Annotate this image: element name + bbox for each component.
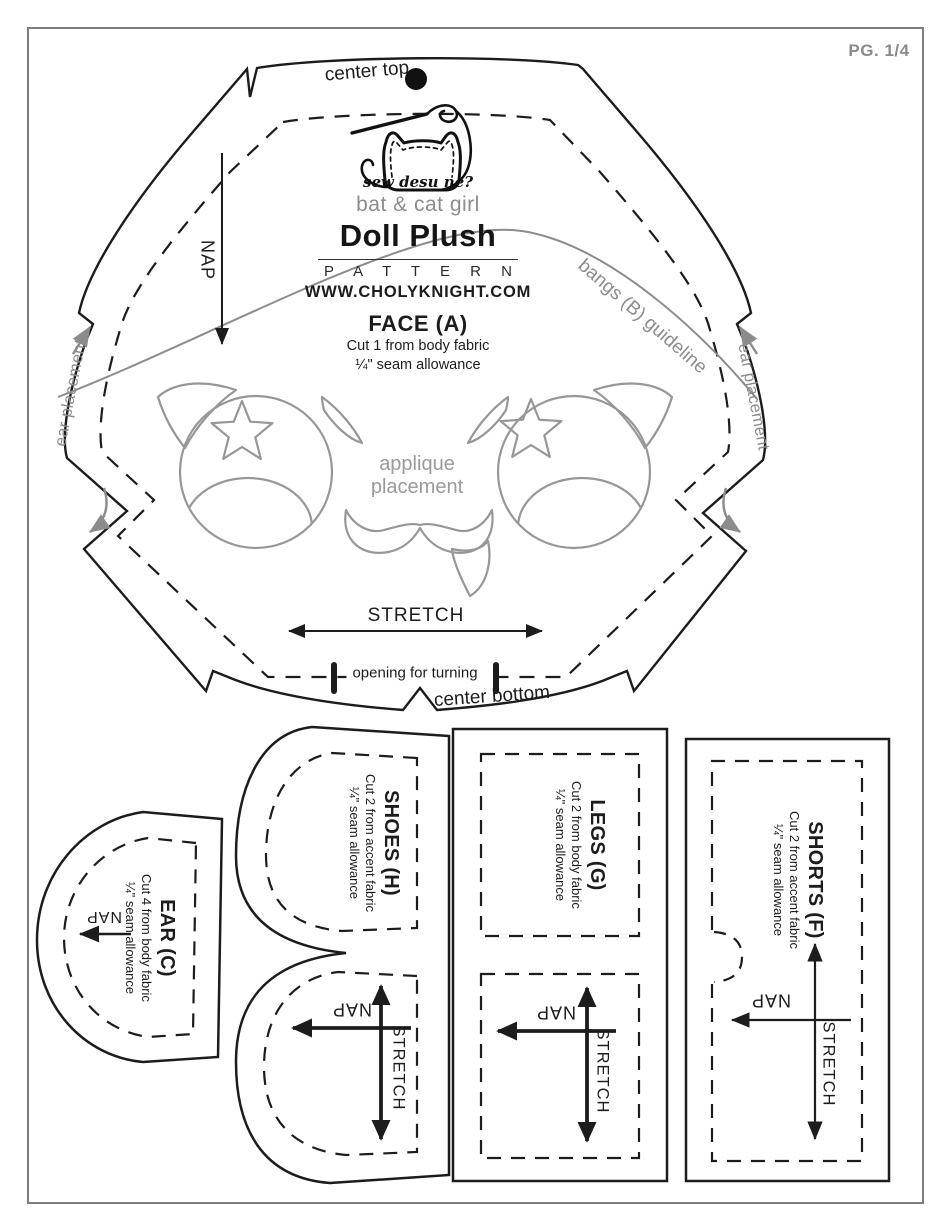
stretch-label-shorts: STRETCH (819, 1021, 838, 1107)
ear-arrow-right-top (738, 325, 759, 355)
ear-arrow-left-bottom (89, 487, 111, 533)
left-inner-lash (320, 395, 364, 445)
applique-placement-label: applique placement (371, 453, 463, 499)
opening-label: opening for turning (346, 664, 484, 682)
center-top-dot (405, 68, 427, 90)
stretch-label-face: STRETCH (367, 605, 465, 626)
legs-piece (451, 727, 669, 1183)
applique-line2: placement (370, 476, 464, 498)
piece-name-face: FACE (A) (368, 311, 468, 336)
nap-label-ear: NAP (86, 908, 122, 925)
ear-arrow-right-bottom (719, 487, 741, 533)
left-eye-star (210, 399, 274, 460)
ear-text-block: EAR (C) Cut 4 from body fabric ¼" seam a… (121, 858, 179, 1018)
shoes-piece (234, 725, 451, 1185)
shorts-seam-info: ¼" seam allowance (770, 823, 786, 937)
applique-line1: applique (379, 453, 455, 475)
face-direction-arrows (215, 153, 543, 638)
stretch-label-shoes: STRETCH (389, 1025, 408, 1111)
title-block: bat & cat girl Doll Plush P A T T E R N … (248, 193, 588, 374)
piece-name-shorts: SHORTS (F) (803, 821, 826, 939)
nap-label-face: NAP (197, 239, 218, 281)
shoes-text-block: SHOES (H) Cut 2 from accent fabric ¼" se… (345, 748, 403, 938)
ear-arrow-left-top (71, 325, 92, 355)
piece-name-ear: EAR (C) (155, 899, 178, 977)
shorts-cut-info: Cut 2 from accent fabric (786, 811, 802, 949)
ear-seam-info: ¼" seam allowance (122, 881, 138, 995)
nap-label-shoes: NAP (331, 999, 373, 1020)
fang (450, 539, 491, 598)
pattern-word: P A T T E R N (324, 262, 520, 280)
face-seam-info: ¼" seam allowance (355, 356, 481, 373)
pattern-title: Doll Plush (339, 218, 497, 254)
stretch-label-legs: STRETCH (593, 1028, 612, 1114)
nap-label-legs: NAP (535, 1002, 577, 1023)
right-eye-star (499, 397, 563, 458)
sew-desu-ne-logo (350, 104, 472, 192)
applique-placement-drawing (156, 382, 674, 598)
ear-cut-info: Cut 4 from body fabric (138, 874, 154, 1002)
needle-icon (350, 112, 429, 135)
logo-text: sew desu ne? (363, 173, 473, 191)
legs-seam-info: ¼" seam allowance (552, 788, 568, 902)
shorts-text-block: SHORTS (F) Cut 2 from accent fabric ¼" s… (769, 785, 827, 975)
cat-head-stitches (389, 140, 455, 178)
piece-name-legs: LEGS (G) (585, 799, 608, 891)
ear-piece (35, 810, 224, 1064)
ear-placement-arrows (71, 325, 759, 533)
page-number: PG. 1/4 (848, 41, 910, 60)
legs-cut-info: Cut 2 from body fabric (568, 781, 584, 909)
piece-name-shoes: SHOES (H) (379, 789, 402, 897)
pattern-subtitle: bat & cat girl (356, 193, 480, 216)
shorts-piece (684, 737, 891, 1183)
shorts-notch (713, 930, 744, 984)
mouth (344, 508, 494, 554)
shoes-seam-info: ¼" seam allowance (346, 786, 362, 900)
left-eye (178, 394, 334, 550)
nap-label-shorts: NAP (750, 990, 792, 1011)
cat-tail (360, 158, 390, 189)
cat-head-icon (382, 131, 462, 192)
left-outer-lash (156, 382, 238, 450)
shoes-cut-info: Cut 2 from accent fabric (362, 774, 378, 912)
right-eye (496, 394, 652, 550)
website-url: WWW.CHOLYKNIGHT.COM (304, 283, 532, 302)
face-seam-line (99, 112, 731, 679)
bangs-guideline (57, 228, 758, 400)
thread-loop (439, 109, 472, 192)
right-inner-lash (466, 395, 510, 445)
title-divider (318, 258, 518, 260)
legs-text-block: LEGS (G) Cut 2 from body fabric ¼" seam … (551, 750, 609, 940)
face-cut-info: Cut 1 from body fabric (346, 338, 490, 355)
right-outer-lash (592, 382, 674, 450)
